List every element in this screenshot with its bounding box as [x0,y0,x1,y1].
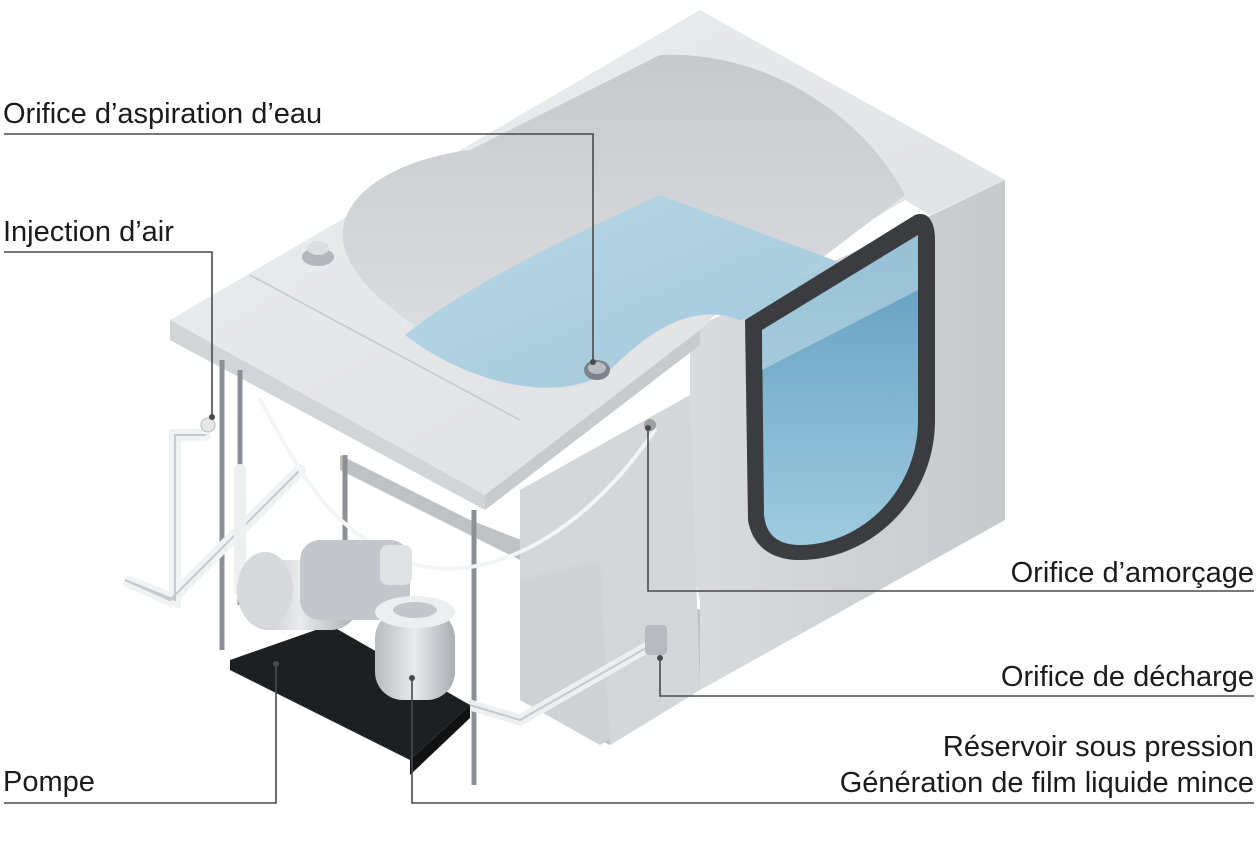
leader-lines [4,133,1254,804]
label-air-injection: Injection d’air [3,216,174,248]
piping [122,398,667,726]
label-pressure-tank: Réservoir sous pression [942,731,1254,763]
label-pump: Pompe [3,766,95,798]
pump-assembly [230,540,470,775]
label-discharge-port: Orifice de décharge [1000,661,1254,693]
faucet-knob [302,241,334,266]
tub-door [745,214,935,561]
label-thin-film: Génération de film liquide mince [839,767,1254,799]
label-priming-port: Orifice d’amorçage [1010,557,1254,589]
label-water-intake: Orifice d’aspiration d’eau [3,98,323,130]
tub-basin [342,54,905,389]
